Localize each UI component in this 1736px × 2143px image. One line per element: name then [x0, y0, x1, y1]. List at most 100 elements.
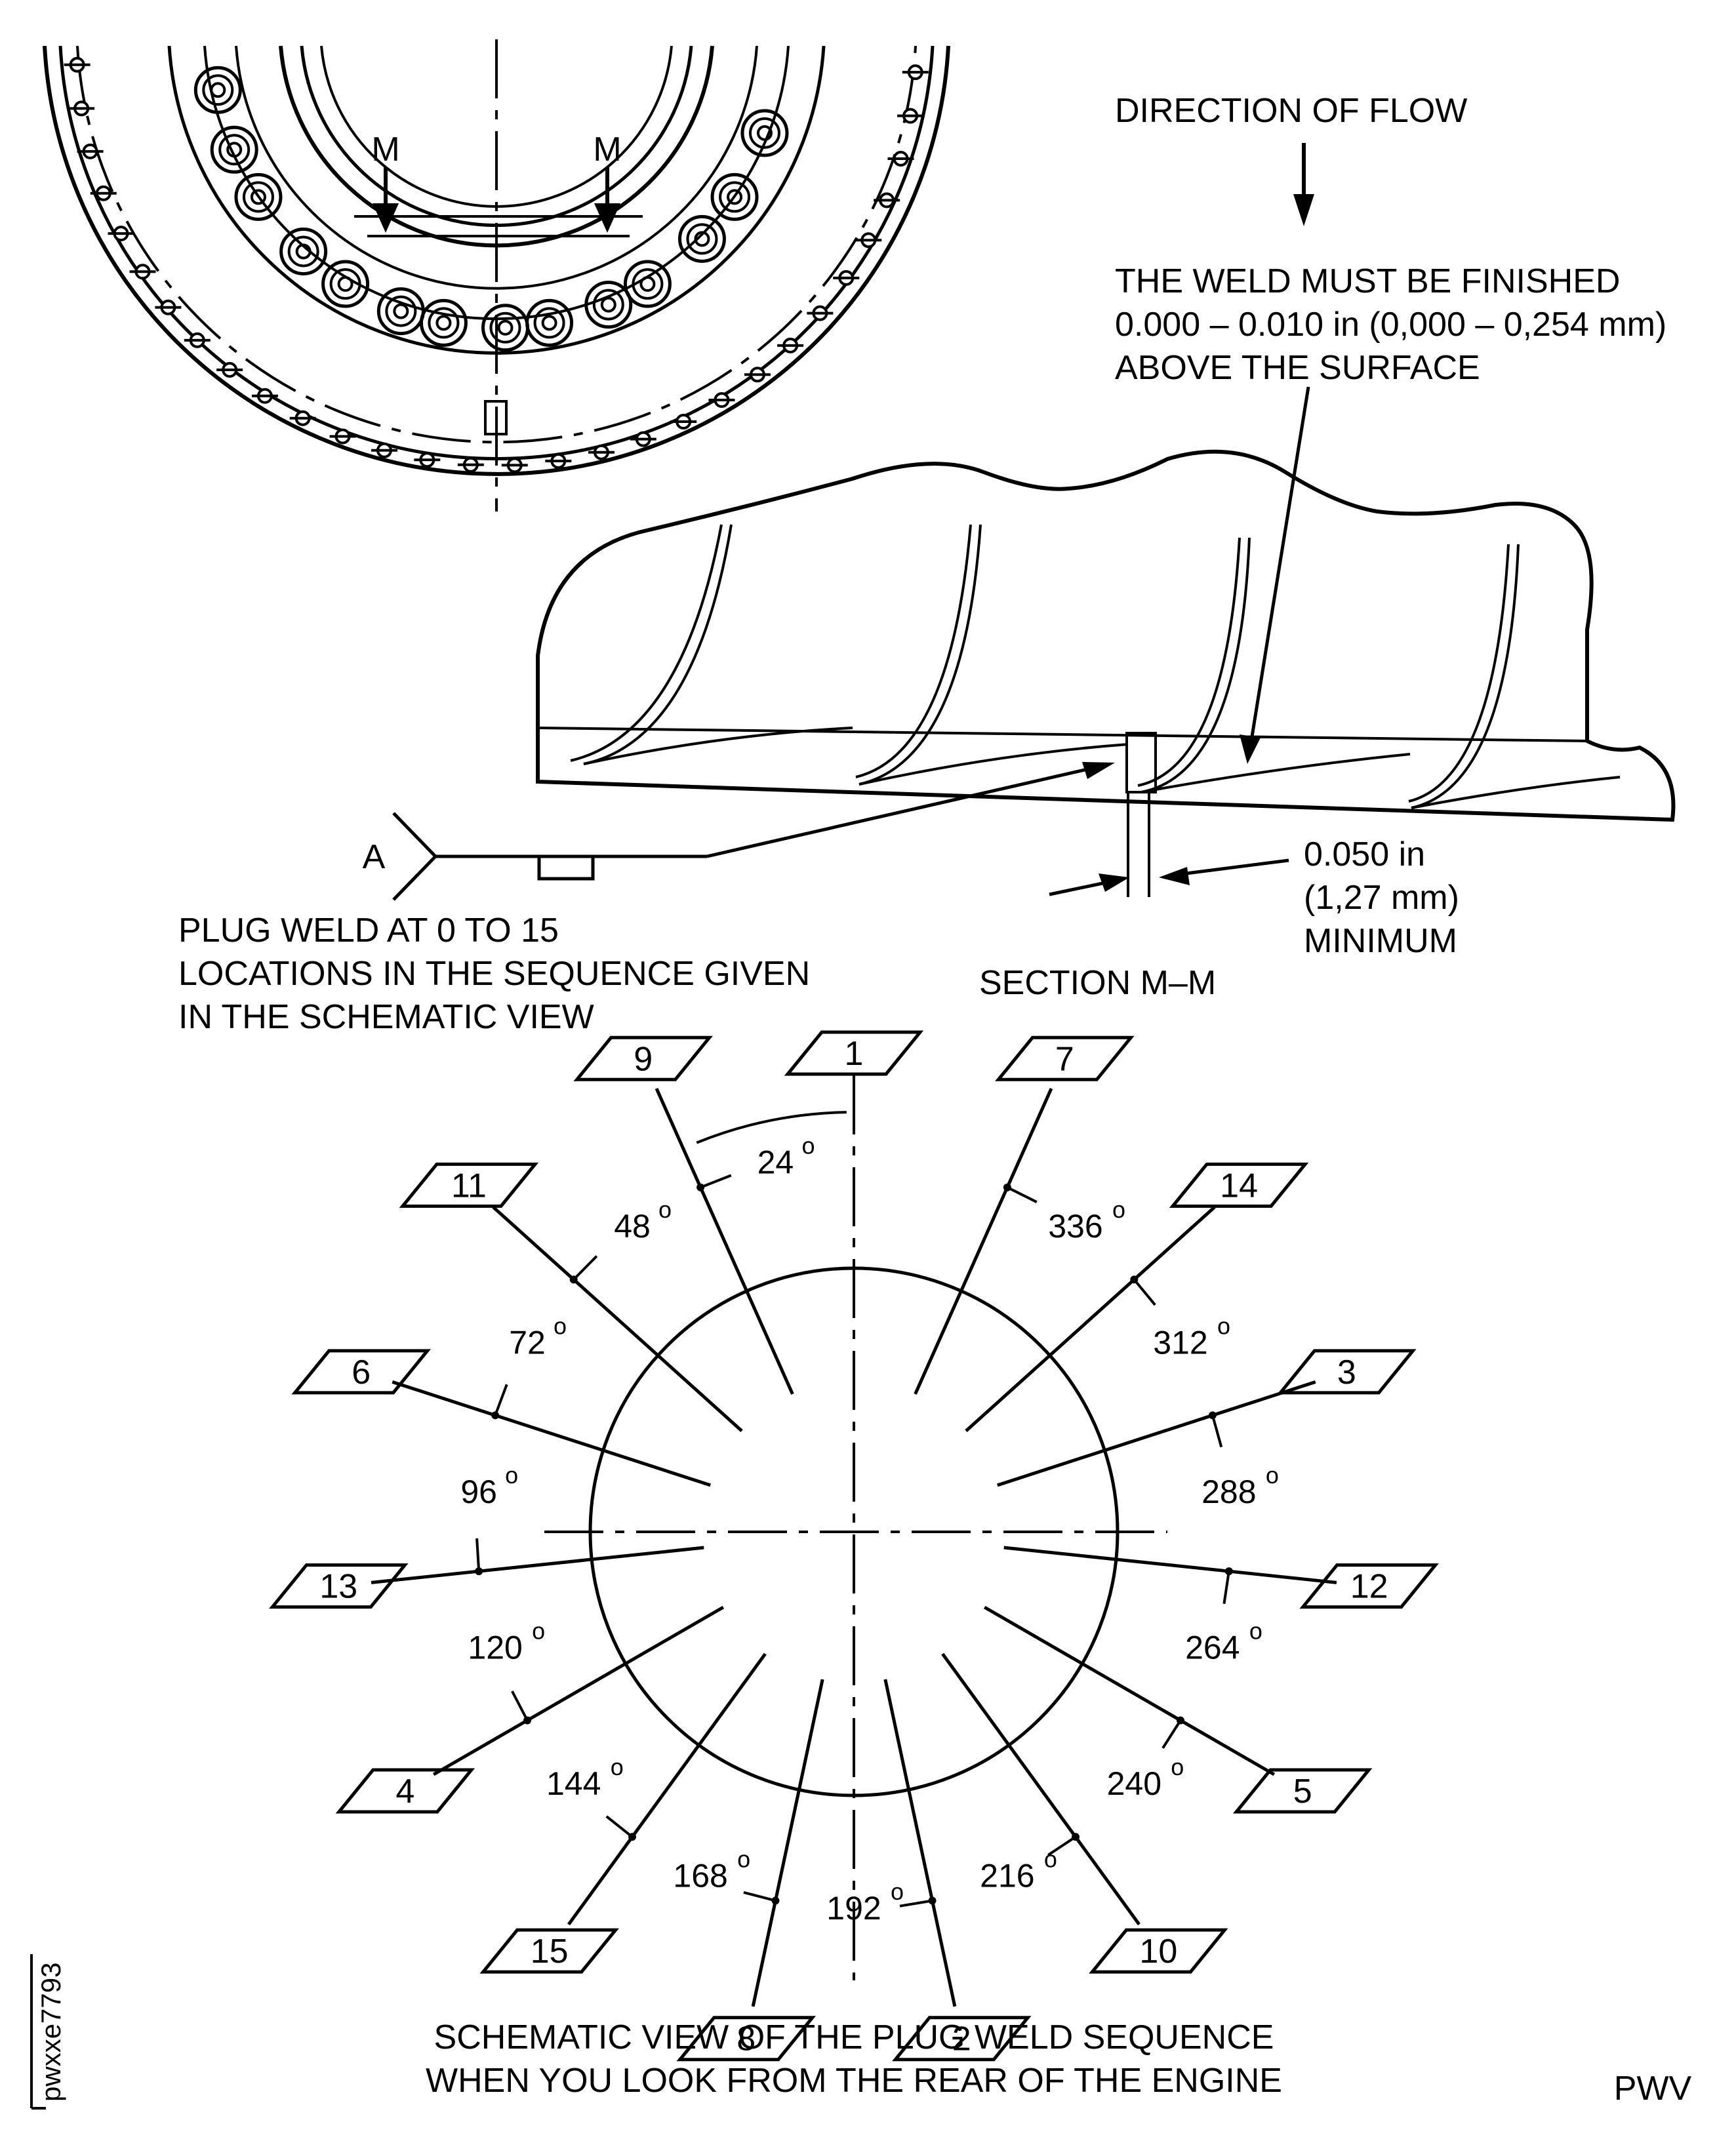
angle-value: 144	[546, 1765, 601, 1802]
angle-value: 288	[1201, 1473, 1256, 1510]
weld-boss	[481, 304, 530, 352]
weld-number-tag: 4	[335, 1768, 475, 1814]
bolt-hole	[289, 410, 316, 426]
bolt-hole	[807, 305, 834, 321]
weld-number-tag: 15	[479, 1928, 619, 1974]
angle-leader	[511, 1691, 529, 1721]
arrowhead-icon	[628, 1833, 637, 1841]
weld-boss	[525, 298, 574, 347]
dimension-value: 0.050 in	[1304, 835, 1425, 873]
weld-number: 8	[737, 2020, 756, 2058]
weld-number-tag: 12	[1299, 1563, 1439, 1609]
weld-spoke	[567, 1652, 767, 1926]
weld-boss	[376, 287, 425, 336]
angle-value: 96	[460, 1473, 497, 1510]
weld-spoke	[914, 1087, 1053, 1395]
degree-mark: o	[554, 1313, 567, 1340]
weld-number-tag: 7	[995, 1035, 1135, 1081]
angle-value: 312	[1153, 1325, 1207, 1361]
weld-number: 3	[1337, 1353, 1356, 1392]
degree-mark: o	[801, 1132, 815, 1159]
plug-weld-line-2: LOCATIONS IN THE SEQUENCE GIVEN	[178, 955, 810, 993]
bolt-hole	[777, 337, 804, 353]
weld-number-tag: 10	[1089, 1928, 1228, 1974]
ring-weld-bosses	[193, 66, 789, 352]
angle-value: 264	[1185, 1630, 1240, 1666]
weld-boss	[321, 260, 370, 308]
arrowhead-icon	[1208, 1411, 1217, 1420]
weld-boss	[710, 172, 759, 221]
bolt-hole	[155, 299, 182, 315]
weld-spoke	[392, 1380, 712, 1487]
weld-spoke	[751, 1679, 824, 2007]
angle-leader	[700, 1174, 732, 1189]
bolt-hole	[64, 56, 91, 73]
bolt-hole	[108, 226, 134, 242]
figure-code-text: pwxxe7793	[35, 1963, 66, 2102]
bolt-hole	[251, 388, 278, 404]
weld-number: 1	[845, 1035, 864, 1073]
bolt-hole	[897, 108, 924, 124]
arrowhead-icon	[1130, 1275, 1139, 1284]
weld-spoke	[492, 1205, 743, 1432]
angle-leader	[899, 1899, 933, 1908]
degree-mark: o	[1266, 1462, 1279, 1489]
angle-leader	[605, 1815, 634, 1838]
angle-leader	[573, 1255, 598, 1281]
flow-direction-note: DIRECTION OF FLOW	[1115, 92, 1467, 226]
angle-leader	[1133, 1278, 1156, 1306]
weld-number-tag: 8	[676, 2016, 817, 2062]
dimension-minimum: MINIMUM	[1304, 922, 1457, 960]
degree-mark: o	[891, 1878, 904, 1905]
angle-leader	[1222, 1571, 1230, 1605]
degree-mark: o	[505, 1462, 518, 1489]
weld-spoke	[883, 1679, 957, 2007]
angle-leader	[1161, 1719, 1182, 1749]
bolt-hole	[184, 332, 211, 348]
bolt-hole	[744, 367, 771, 383]
bolt-hole	[588, 444, 615, 460]
bolt-hole	[670, 413, 697, 430]
bolt-hole	[129, 264, 156, 280]
angle-leader	[475, 1538, 481, 1572]
weld-number-tag: 6	[291, 1349, 431, 1395]
angle-label: 96 o	[460, 1462, 518, 1576]
weld-number: 9	[634, 1040, 653, 1078]
angle-value: 168	[673, 1857, 727, 1894]
angle-label: 288 o	[1201, 1411, 1279, 1510]
arrowhead-icon	[696, 1183, 705, 1192]
weld-boss	[234, 172, 283, 221]
bolt-hole	[874, 192, 900, 209]
weld-boss	[623, 260, 672, 308]
bolt-hole	[630, 431, 656, 447]
dimension-metric: (1,27 mm)	[1304, 879, 1459, 917]
arrowhead-icon	[1176, 1716, 1184, 1725]
weld-number: 15	[531, 1933, 569, 1971]
weld-boss	[279, 227, 328, 275]
arrowhead-icon	[1224, 1567, 1233, 1576]
weld-number: 13	[319, 1568, 357, 1606]
ring-bolt-holes	[64, 56, 929, 473]
angle-value: 48	[614, 1208, 651, 1245]
degree-mark: o	[737, 1845, 750, 1872]
weld-location-spokes	[371, 1087, 1337, 2007]
bolt-hole	[216, 362, 243, 378]
bolt-hole	[501, 457, 528, 473]
weld-number-tag: 11	[399, 1162, 539, 1208]
angle-leader	[1211, 1414, 1223, 1448]
angle-label: 168 o	[673, 1845, 780, 1905]
weld-symbol: A	[363, 762, 1115, 901]
caption-line-2: WHEN YOU LOOK FROM THE REAR OF THE ENGIN…	[426, 2062, 1282, 2100]
weld-number-tag: 9	[573, 1035, 713, 1081]
weld-boss	[677, 214, 726, 263]
degree-mark: o	[611, 1753, 624, 1780]
weld-number-tag: 3	[1277, 1349, 1417, 1395]
arrowhead-icon	[491, 1411, 500, 1420]
weld-symbol-label: A	[363, 838, 386, 876]
weld-boss	[210, 125, 258, 174]
